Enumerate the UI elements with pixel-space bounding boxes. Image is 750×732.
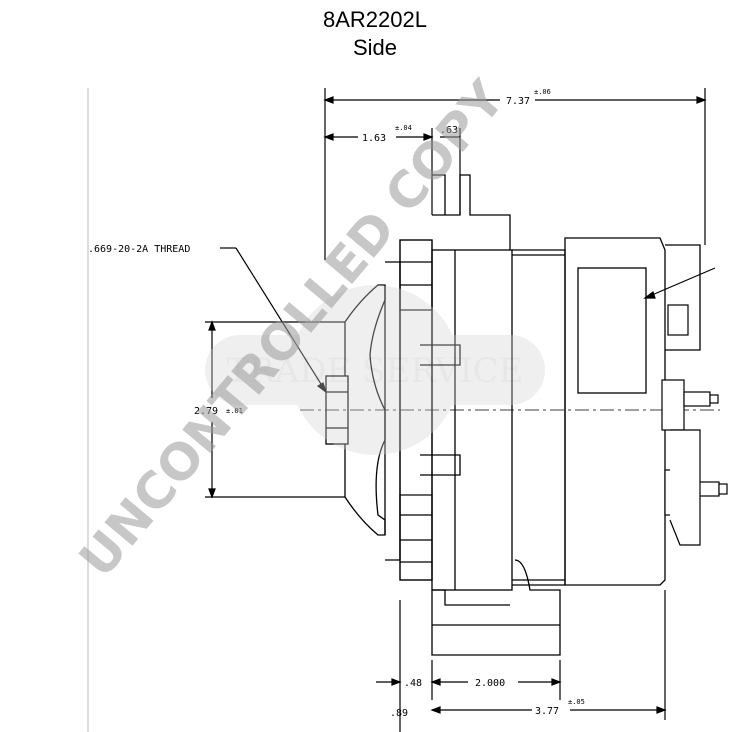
rear-housing [564, 237, 701, 586]
mount-length-tolerance: ±.05 [568, 698, 585, 706]
pulley-diameter-tolerance: ±.01 [226, 407, 243, 415]
fan [399, 239, 433, 581]
mount-length-label: 3.77 [535, 706, 559, 717]
thread-leader [220, 247, 328, 394]
flange-offset-dimension [323, 128, 461, 215]
flange-offset-label: 1.63 [362, 133, 386, 144]
drawing-title: 8AR2202L Side [0, 6, 750, 62]
overall-length-tolerance: ±.06 [534, 88, 551, 96]
model-number: 8AR2202L [323, 7, 427, 32]
terminal-studs [661, 304, 728, 546]
bottom-dimension-lines [376, 590, 667, 732]
trade-service-watermark: TRADE SERVICE [205, 285, 545, 455]
alternator-body [512, 249, 566, 586]
view-label: Side [352, 35, 398, 60]
mounting-bracket [431, 559, 561, 656]
flange-thickness-label: .63 [440, 125, 458, 136]
flange-offset-tolerance: ±.04 [395, 124, 412, 132]
trade-service-text: TRADE SERVICE [226, 351, 523, 391]
front-offset-label: .48 [404, 678, 422, 689]
overall-length-label: 7.37 [506, 96, 530, 107]
label-plate-leader [643, 267, 716, 299]
thread-spec-label: .669-20-2A THREAD [88, 244, 190, 255]
pulley-diameter-label: 2.79 [194, 406, 218, 417]
rear-offset-label: .89 [390, 708, 408, 719]
front-housing [420, 174, 513, 606]
overall-length-dimension [323, 88, 707, 260]
pulley-diameter-dimension [205, 320, 345, 499]
mount-spacing-label: 2.000 [475, 678, 505, 689]
